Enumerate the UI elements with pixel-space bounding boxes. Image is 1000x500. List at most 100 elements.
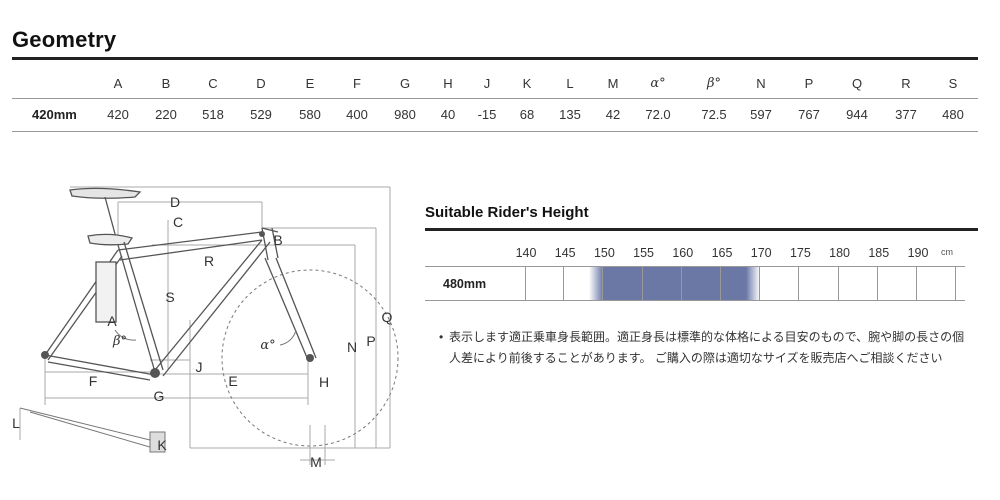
height-tick: 170 [750,246,772,260]
geometry-cell: 480 [942,107,964,122]
diagram-label: B [273,232,282,248]
geometry-col-header: D [256,76,266,91]
diagram-label: β° [112,334,127,349]
height-tick: 155 [633,246,655,260]
height-tick: 180 [829,246,851,260]
height-tick: 175 [789,246,811,260]
geometry-header-divider [12,98,978,99]
diagram-label: C [173,214,183,230]
height-cell [721,267,761,300]
height-cell [917,267,957,300]
frame-joints [41,231,314,378]
diagram-label: K [157,437,167,453]
height-cell [564,267,604,300]
height-cell [799,267,839,300]
height-tick: 190 [907,246,929,260]
diagram-label: D [170,194,180,210]
height-cell [878,267,917,300]
diagram-label: α° [260,338,275,353]
height-tick: 150 [593,246,615,260]
rider-size-label: 480mm [443,277,487,291]
diagram-label: R [204,253,214,269]
geometry-cell: 529 [250,107,272,122]
geometry-col-header: Q [851,76,863,91]
rider-row-bottom-rule [425,300,965,301]
geometry-col-header: R [901,76,911,91]
diagram-label: S [165,289,174,305]
height-tick: 145 [554,246,576,260]
note-text: 表示します適正乗車身長範囲。適正身長は標準的な体格による目安のもので、腕や脚の長… [449,330,965,365]
height-unit: cm [941,247,953,257]
diagram-label: E [228,373,237,389]
geometry-col-header: E [305,76,315,91]
geometry-col-header: N [756,76,766,91]
geometry-col-header: F [353,76,361,91]
diagram-label: Q [382,309,393,325]
geometry-cell: 400 [346,107,368,122]
height-cell [603,267,643,300]
height-tick: 185 [868,246,890,260]
rider-height-header: 140 145 150 155 160 165 170 175 180 185 190 cm [425,244,965,262]
height-cell [525,267,565,300]
dimension-lines [19,186,391,465]
geometry-cell: 377 [895,107,917,122]
geometry-cell: 68 [519,107,535,122]
rider-header-divider [425,266,965,267]
geometry-col-header: B [161,76,171,91]
geometry-size-label: 420mm [32,107,77,122]
geometry-col-header: S [948,76,958,91]
rider-row: 480mm [425,267,960,301]
geometry-cell: 597 [750,107,772,122]
geometry-col-header: M [607,76,619,91]
height-tick: 160 [672,246,694,260]
chainstay-detail [19,407,166,453]
geometry-cell: 220 [155,107,177,122]
height-tick: 140 [515,246,537,260]
height-cell [760,267,800,300]
geometry-col-header: A [113,76,123,91]
diagram-label: P [366,333,375,349]
geometry-bottom-rule [12,131,978,132]
geometry-cell: 42 [605,107,621,122]
diagram-label: L [12,415,20,431]
geometry-title: Geometry [12,27,117,52]
diagram-label: N [347,339,357,355]
geometry-col-header: J [483,76,491,91]
diagram-label: F [89,373,98,389]
rider-height-range-bar [589,267,761,300]
geometry-col-header: L [566,76,574,91]
height-cell [839,267,878,300]
diagram-label: J [196,359,203,375]
height-cell [643,267,682,300]
rider-height-title: Suitable Rider's Height [425,204,589,221]
size-note: • 表示します適正乗車身長範囲。適正身長は標準的な体格による目安のもので、腕や脚… [439,327,969,369]
geometry-col-header: K [522,76,532,91]
geometry-cell: 72.5 [701,107,727,122]
diagram-label: H [319,374,329,390]
geometry-col-header: α° [650,76,666,91]
front-wheel-outline [221,269,399,447]
geometry-col-header: β° [706,76,721,91]
geometry-cell: 980 [394,107,416,122]
diagram-label: M [310,454,322,470]
geometry-col-header: C [208,76,218,91]
rider-title-rule [425,228,978,231]
note-bullet: • [439,330,444,344]
geometry-data-row: 420mm 420 220 518 529 580 400 980 40 -15 68 135 42 7… [0,105,1000,125]
geometry-cell: 420 [107,107,129,122]
geometry-cell: 944 [846,107,868,122]
geometry-cell: 767 [798,107,820,122]
height-cell [682,267,721,300]
geometry-cell: 518 [202,107,224,122]
geometry-cell: 40 [440,107,456,122]
geometry-cell: 135 [559,107,581,122]
geometry-col-header: H [443,76,453,91]
diagram-label: G [154,388,165,404]
geometry-top-rule [12,57,978,60]
geometry-cell: 580 [299,107,321,122]
geometry-cell: 72.0 [645,107,671,122]
geometry-cell: -15 [477,107,497,122]
height-tick: 165 [711,246,733,260]
diagram-label: A [107,313,117,329]
